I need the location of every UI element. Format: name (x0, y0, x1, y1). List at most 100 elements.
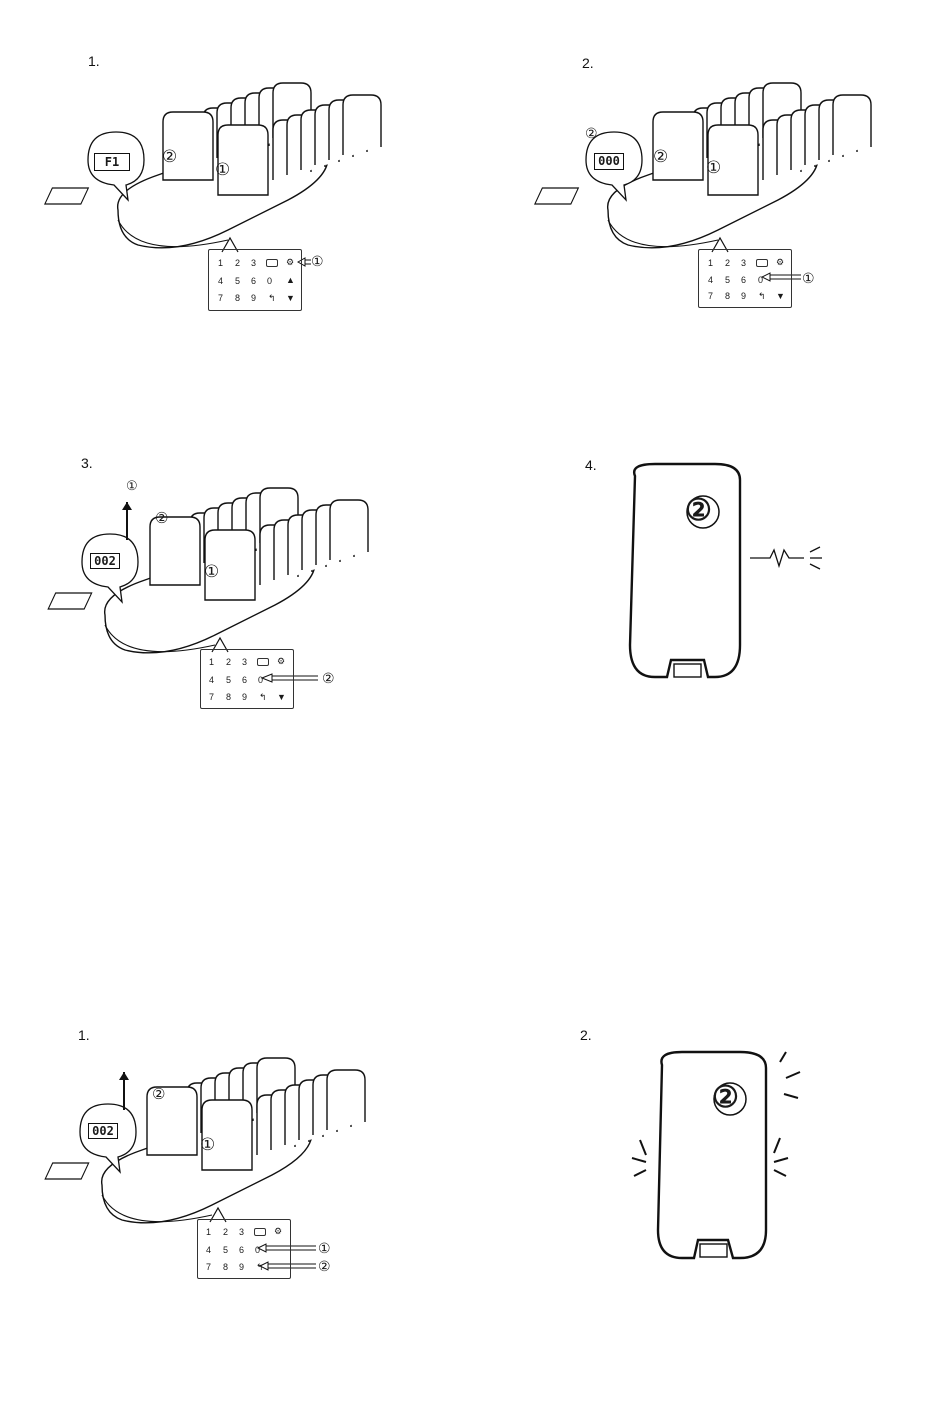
key-1[interactable]: 1 (209, 657, 214, 667)
gear-icon[interactable]: ⚙ (277, 656, 285, 667)
key-3[interactable]: 3 (239, 1227, 244, 1237)
key-7[interactable]: 7 (206, 1262, 211, 1272)
slot-number-left: ② (152, 1085, 165, 1103)
key-1[interactable]: 1 (218, 258, 223, 268)
key-7[interactable]: 7 (209, 692, 214, 702)
callout-marker: ① (318, 1240, 331, 1257)
backspace-icon[interactable] (254, 1228, 266, 1236)
slot-number-right: ① (200, 1135, 215, 1155)
signal-icon (810, 547, 822, 569)
slot-number-left: ② (162, 147, 177, 167)
callout-marker: ② (318, 1258, 331, 1275)
pager-slot (833, 95, 871, 155)
key-7[interactable]: 7 (708, 291, 713, 301)
key-0[interactable]: 0 (258, 675, 263, 685)
key-3[interactable]: 3 (251, 258, 256, 268)
panel-step-2: 2. ② 000 ② ① ① 1 2 3 ⚙ 4 5 6 0 7 8 9 ↰ ▼ (490, 0, 950, 330)
backspace-icon[interactable] (756, 259, 768, 267)
pager-slot (343, 95, 381, 155)
gear-icon[interactable]: ⚙ (286, 257, 294, 268)
slot-number-left: ② (155, 509, 168, 527)
keypad: 1 2 3 ⚙ 4 5 6 0 7 8 9 ↰ (197, 1219, 291, 1279)
base-display (45, 188, 88, 204)
key-9[interactable]: 9 (242, 692, 247, 702)
lift-arrow-head (122, 502, 132, 510)
key-0[interactable]: 0 (255, 1245, 260, 1255)
display-bubble: 000 (594, 153, 624, 170)
key-4[interactable]: 4 (209, 675, 214, 685)
key-5[interactable]: 5 (226, 675, 231, 685)
key-5[interactable]: 5 (223, 1245, 228, 1255)
key-6[interactable]: 6 (239, 1245, 244, 1255)
keypad: 1 2 3 ⚙ 4 5 6 0 7 8 9 ↰ ▼ (698, 249, 792, 308)
key-6[interactable]: 6 (741, 275, 746, 285)
front-pager-left (163, 112, 213, 180)
down-arrow-icon[interactable]: ▼ (286, 293, 295, 303)
key-1[interactable]: 1 (708, 258, 713, 268)
key-0[interactable]: 0 (758, 275, 763, 285)
front-pager-left (150, 517, 200, 585)
key-6[interactable]: 6 (251, 276, 256, 286)
up-arrow-icon[interactable]: ▲ (286, 275, 295, 285)
key-7[interactable]: 7 (218, 293, 223, 303)
key-3[interactable]: 3 (741, 258, 746, 268)
key-4[interactable]: 4 (218, 276, 223, 286)
key-8[interactable]: 8 (725, 291, 730, 301)
return-icon[interactable]: ↰ (758, 291, 766, 302)
callout-marker: ② (322, 670, 335, 687)
down-arrow-icon[interactable]: ▼ (776, 291, 785, 301)
key-9[interactable]: 9 (741, 291, 746, 301)
key-9[interactable]: 9 (239, 1262, 244, 1272)
base-display (535, 188, 578, 204)
key-8[interactable]: 8 (226, 692, 231, 702)
pager-illustration (490, 1010, 950, 1280)
panel-step-1: 1. F1 ② ① ① 1 2 3 ⚙ 4 5 6 0 ▲ 7 8 9 ↰ ▼ (0, 0, 470, 330)
display-bubble: 002 (88, 1123, 118, 1139)
lift-marker: ① (126, 478, 138, 494)
pager-illustration (490, 440, 950, 700)
slot-number-right: ① (215, 160, 230, 180)
key-2[interactable]: 2 (725, 258, 730, 268)
key-1[interactable]: 1 (206, 1227, 211, 1237)
slot-number-left: ② (653, 147, 668, 167)
key-8[interactable]: 8 (235, 293, 240, 303)
display-bubble: F1 (94, 153, 130, 171)
pager-number: ② (685, 493, 712, 528)
bubble-marker: ② (585, 125, 598, 142)
base-display (45, 1163, 88, 1179)
keypad: 1 2 3 ⚙ 4 5 6 0 7 8 9 ↰ ▼ (200, 649, 294, 709)
panel-step-2b: 2. ② (490, 1010, 950, 1280)
pager-clip (674, 664, 701, 677)
callout-marker: ① (311, 253, 324, 270)
key-2[interactable]: 2 (223, 1227, 228, 1237)
gear-icon[interactable]: ⚙ (776, 257, 784, 268)
key-5[interactable]: 5 (725, 275, 730, 285)
backspace-icon[interactable] (266, 259, 278, 267)
panel-step-4: 4. ② (490, 440, 950, 700)
key-4[interactable]: 4 (206, 1245, 211, 1255)
keypad: 1 2 3 ⚙ 4 5 6 0 ▲ 7 8 9 ↰ ▼ (208, 249, 302, 311)
return-icon[interactable]: ↰ (256, 1262, 264, 1273)
key-6[interactable]: 6 (242, 675, 247, 685)
pager-slot (327, 1070, 365, 1130)
key-2[interactable]: 2 (226, 657, 231, 667)
panel-step-3: 3. ① 002 ② ① ② 1 2 3 ⚙ 4 5 6 0 7 8 9 ↰ ▼ (0, 440, 470, 730)
gear-icon[interactable]: ⚙ (274, 1226, 282, 1237)
key-3[interactable]: 3 (242, 657, 247, 667)
key-9[interactable]: 9 (251, 293, 256, 303)
down-arrow-icon[interactable]: ▼ (277, 692, 286, 702)
key-2[interactable]: 2 (235, 258, 240, 268)
key-8[interactable]: 8 (223, 1262, 228, 1272)
base-display (48, 593, 91, 609)
pager-number: ② (712, 1080, 739, 1115)
backspace-icon[interactable] (257, 658, 269, 666)
return-icon[interactable]: ↰ (268, 293, 276, 304)
return-icon[interactable]: ↰ (259, 692, 267, 703)
key-5[interactable]: 5 (235, 276, 240, 286)
display-bubble: 002 (90, 553, 120, 569)
pager-slot (330, 500, 368, 560)
slot-number-right: ① (706, 158, 721, 178)
pager-clip (700, 1244, 727, 1257)
key-0[interactable]: 0 (267, 276, 272, 286)
key-4[interactable]: 4 (708, 275, 713, 285)
